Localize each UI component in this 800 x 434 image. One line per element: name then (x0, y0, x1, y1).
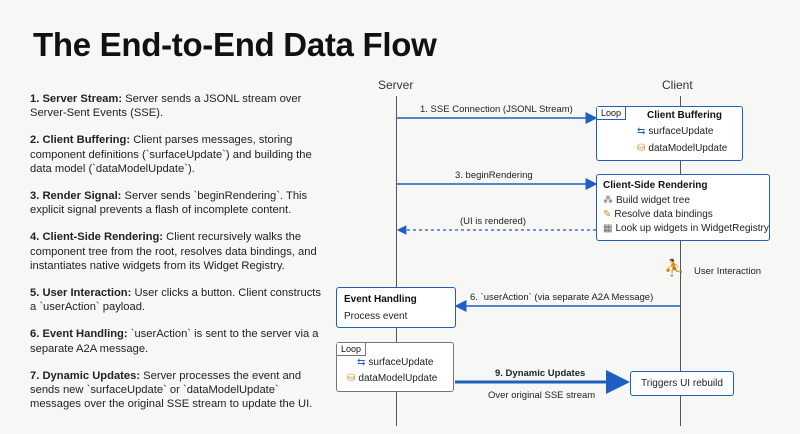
step-item: 2. Client Buffering: Client parses messa… (30, 134, 312, 175)
sync-icon: ⇆ (637, 126, 646, 137)
user-click-icon: ⛹ (664, 260, 684, 277)
client-lifeline (680, 96, 681, 426)
client-rendering-title: Client-Side Rendering (603, 180, 708, 191)
process-event-text: Process event (344, 311, 408, 322)
loop-tag: Loop (337, 343, 367, 356)
triggers-ui-rebuild-text: Triggers UI rebuild (641, 378, 723, 389)
msg9-label: 9. Dynamic Updates (495, 368, 586, 379)
registry-icon: ▦ (603, 223, 613, 234)
surface-update-item: ⇆surfaceUpdate (357, 357, 434, 368)
loop-tag: Loop (597, 107, 627, 120)
step-item: 5. User Interaction: User clicks a butto… (30, 287, 321, 314)
step-item: 6. Event Handling: `userAction` is sent … (30, 328, 319, 355)
resolve-bindings-item: ✎Resolve data bindings (603, 209, 713, 220)
surface-update-item: ⇆surfaceUpdate (637, 126, 714, 137)
tree-icon: ⁂ (603, 195, 613, 206)
client-buffering-box: Loop Client Buffering ⇆surfaceUpdate ⛁da… (596, 106, 743, 161)
page-title: The End-to-End Data Flow (33, 26, 437, 63)
server-lifeline (396, 96, 397, 426)
client-rendering-box: Client-Side Rendering ⁂Build widget tree… (596, 174, 770, 241)
build-tree-item: ⁂Build widget tree (603, 195, 690, 206)
data-model-update-item: ⛁dataModelUpdate (347, 373, 438, 384)
server-lifeline-label: Server (378, 78, 414, 92)
msg3-label: 3. beginRendering (455, 170, 533, 181)
event-handling-title: Event Handling (344, 294, 417, 305)
step-item: 3. Render Signal: Server sends `beginRen… (30, 190, 308, 217)
sync-icon: ⇆ (357, 357, 366, 368)
client-lifeline-label: Client (662, 78, 693, 92)
lookup-widgets-item: ▦Look up widgets in WidgetRegistry (603, 223, 769, 234)
rendered-label: (UI is rendered) (460, 216, 526, 227)
step-item: 7. Dynamic Updates: Server processes the… (30, 369, 313, 411)
event-handling-box: Event Handling Process event (336, 287, 456, 328)
triggers-ui-rebuild-box: Triggers UI rebuild (630, 371, 734, 396)
database-icon: ⛁ (347, 373, 356, 384)
msg6-label: 6. `userAction` (via separate A2A Messag… (470, 292, 654, 303)
binding-icon: ✎ (603, 209, 612, 220)
server-loop-box: Loop ⇆surfaceUpdate ⛁dataModelUpdate (336, 342, 454, 392)
database-icon: ⛁ (637, 143, 646, 154)
user-interaction-label: User Interaction (694, 266, 762, 277)
steps-list: 1. Server Stream: Server sends a JSONL s… (30, 92, 330, 424)
data-model-update-item: ⛁dataModelUpdate (637, 143, 728, 154)
step-item: 1. Server Stream: Server sends a JSONL s… (30, 93, 302, 120)
msg1-label: 1. SSE Connection (JSONL Stream) (420, 104, 573, 115)
step-item: 4. Client-Side Rendering: Client recursi… (30, 231, 317, 272)
msg9-sub-label: Over original SSE stream (488, 390, 596, 401)
client-buffering-title: Client Buffering (647, 110, 722, 121)
